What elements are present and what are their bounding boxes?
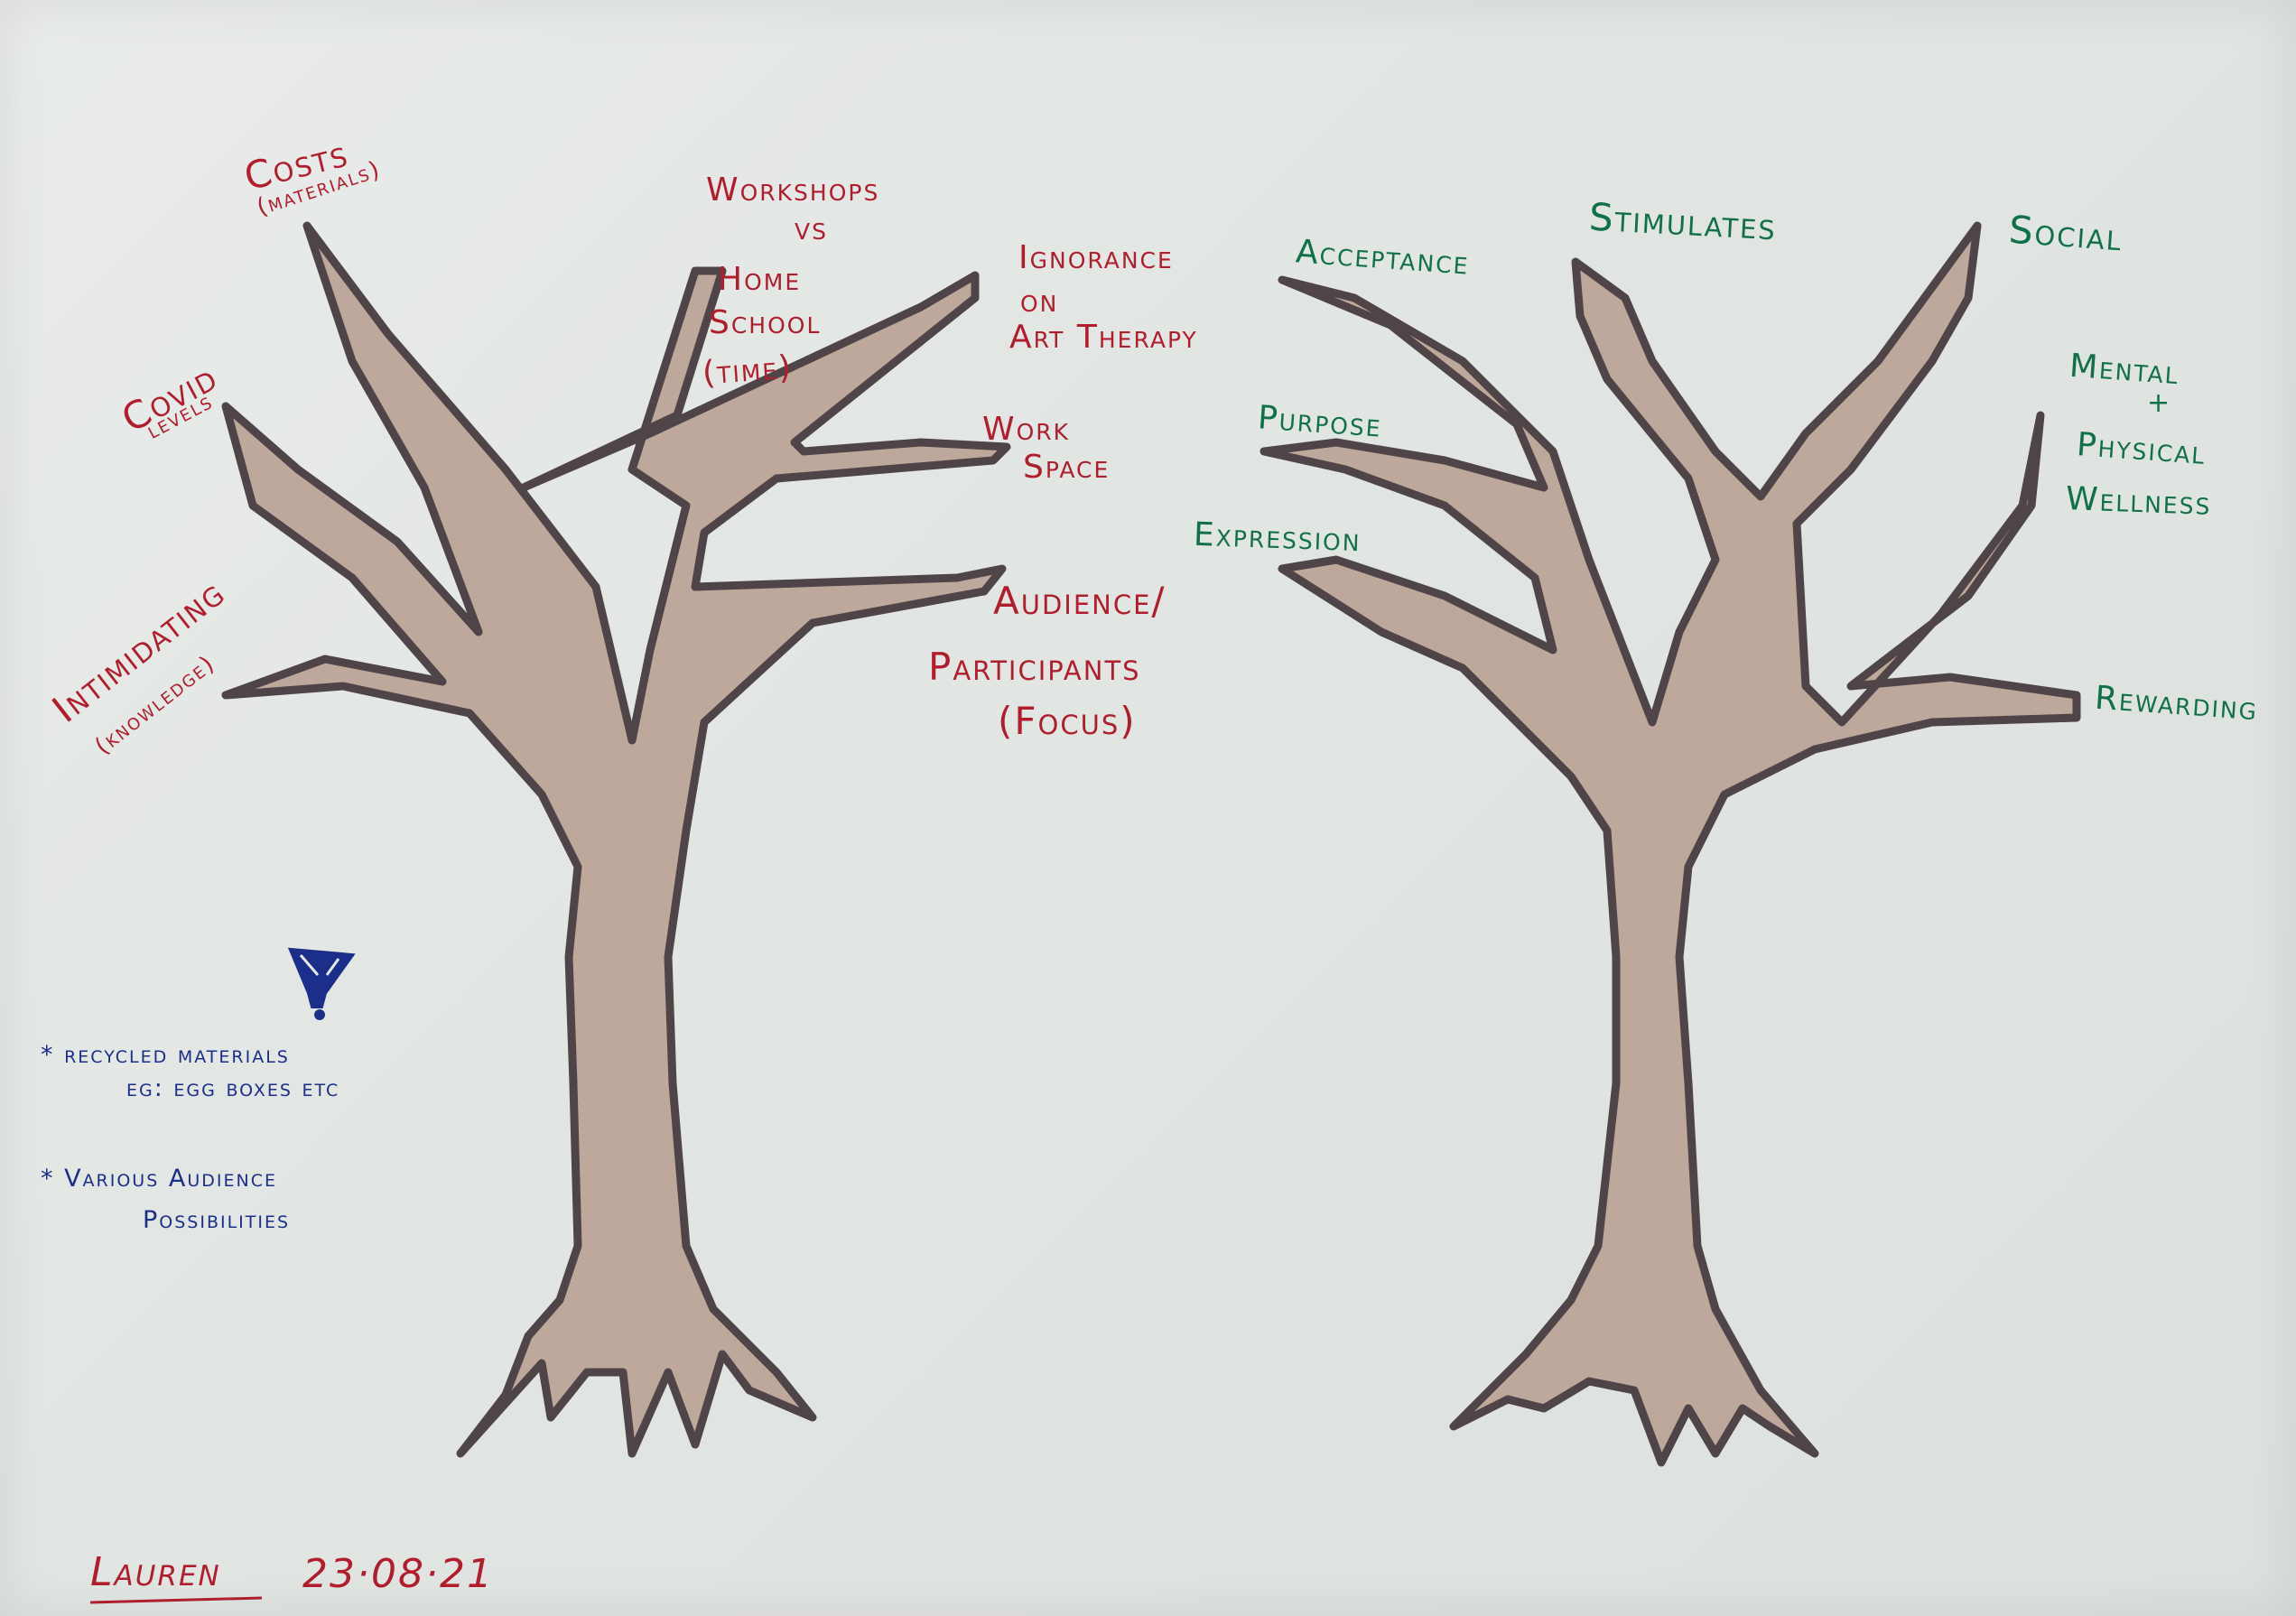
label-focus: (Focus)	[998, 699, 1137, 743]
label-mental: Mental	[2068, 347, 2181, 393]
label-home: Home	[718, 261, 802, 298]
label-on: on	[1020, 283, 1059, 320]
label-workshops: Workshops	[706, 172, 880, 209]
label-expression: Expression	[1193, 515, 1362, 560]
label-art-therapy: Art Therapy	[1009, 319, 1198, 356]
signature-date: 23·08·21	[302, 1551, 494, 1597]
label-space: Space	[1023, 449, 1111, 486]
label-ignorance: Ignorance	[1018, 239, 1174, 276]
label-wellness: Wellness	[2065, 480, 2213, 523]
label-audience: Audience/	[993, 579, 1167, 623]
note-recycled-materials: * recycled materials	[41, 1041, 290, 1069]
label-work: Work	[982, 411, 1071, 448]
label-stimulates: Stimulates	[1587, 194, 1779, 249]
label-vs: vs	[795, 210, 828, 247]
right-tree	[1260, 221, 2081, 1467]
label-social: Social	[2007, 207, 2124, 260]
lightbulb-icon	[287, 947, 356, 1020]
signature-name: Lauren	[90, 1549, 221, 1595]
label-physical: Physical	[2075, 426, 2208, 472]
note-egg-boxes: eg: egg boxes etc	[126, 1074, 340, 1102]
label-purpose: Purpose	[1256, 399, 1384, 445]
label-plus: +	[2147, 387, 2172, 419]
note-possibilities: Possibilities	[143, 1206, 291, 1234]
label-time: (time)	[701, 348, 795, 393]
note-various-audience: * Various Audience	[41, 1165, 277, 1193]
label-participants: Participants	[928, 645, 1141, 689]
underline-mark	[89, 1596, 263, 1604]
label-school: School	[709, 304, 822, 341]
left-tree	[221, 221, 1011, 1458]
